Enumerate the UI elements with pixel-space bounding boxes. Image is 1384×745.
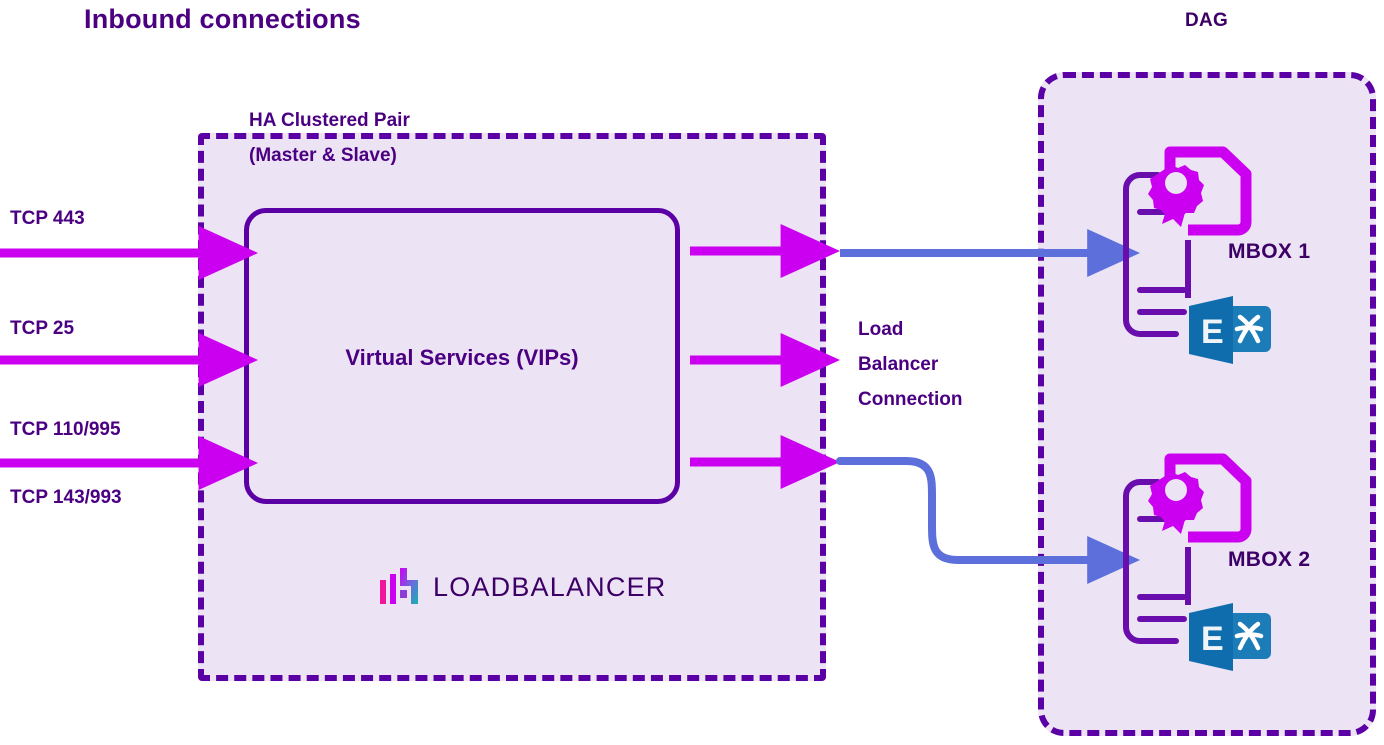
mailbox-label-1: MBOX 1: [1228, 240, 1311, 263]
title-inbound-connections: Inbound connections: [84, 4, 361, 34]
logo-bar-2: [390, 574, 396, 604]
exchange-letter-e: E: [1201, 313, 1224, 351]
exchange-icon-1: E: [1187, 296, 1277, 368]
logo-bar-1: [380, 580, 386, 604]
virtual-services-label: Virtual Services (VIPs): [345, 345, 579, 370]
loadbalancer-logo-text: LOADBALANCER: [433, 571, 667, 602]
mailbox-server-icon: [1123, 146, 1252, 337]
port-label-tcp-110-995: TCP 110/995: [10, 419, 121, 440]
mailbox-server-icon: [1123, 453, 1252, 644]
lb-connection-arrow-mbox2: [836, 457, 1140, 584]
loadbalancer-logo-mark: [380, 568, 418, 604]
port-label-tcp-443: TCP 443: [10, 208, 85, 229]
title-dag: DAG: [1185, 10, 1229, 31]
exchange-cross-glyph: [1234, 621, 1264, 651]
exchange-panel: [1189, 296, 1233, 364]
ha-clustered-pair-box: [198, 133, 826, 681]
logo-bar-4: [400, 568, 418, 604]
server-card-icon: [1123, 172, 1187, 337]
certificate-seal-icon: [1148, 472, 1204, 534]
lb-connection-label-line1: Load: [858, 319, 904, 340]
mailbox-label-2: MBOX 2: [1228, 548, 1311, 571]
certificate-document-icon: [1148, 146, 1252, 298]
loadbalancer-logo: LOADBALANCER: [380, 566, 665, 608]
lb-connection-label-line3: Connection: [858, 389, 963, 410]
exchange-cross-glyph: [1234, 314, 1264, 344]
certificate-seal-icon: [1148, 165, 1204, 227]
exchange-icon-2: E: [1187, 603, 1277, 675]
mailbox-node-2: [1118, 447, 1288, 672]
certificate-document-icon: [1148, 453, 1252, 605]
ha-clustered-pair-label-line2: (Master & Slave): [249, 145, 397, 166]
logo-bar-3: [400, 590, 407, 598]
port-label-tcp-143-993: TCP 143/993: [10, 487, 122, 508]
mailbox-node-1: [1118, 140, 1288, 365]
lb-connection-label-line2: Balancer: [858, 354, 939, 375]
exchange-panel: [1189, 603, 1233, 671]
exchange-letter-e: E: [1201, 620, 1224, 658]
ha-clustered-pair-label-line1: HA Clustered Pair: [249, 110, 410, 131]
port-label-tcp-25: TCP 25: [10, 318, 75, 339]
